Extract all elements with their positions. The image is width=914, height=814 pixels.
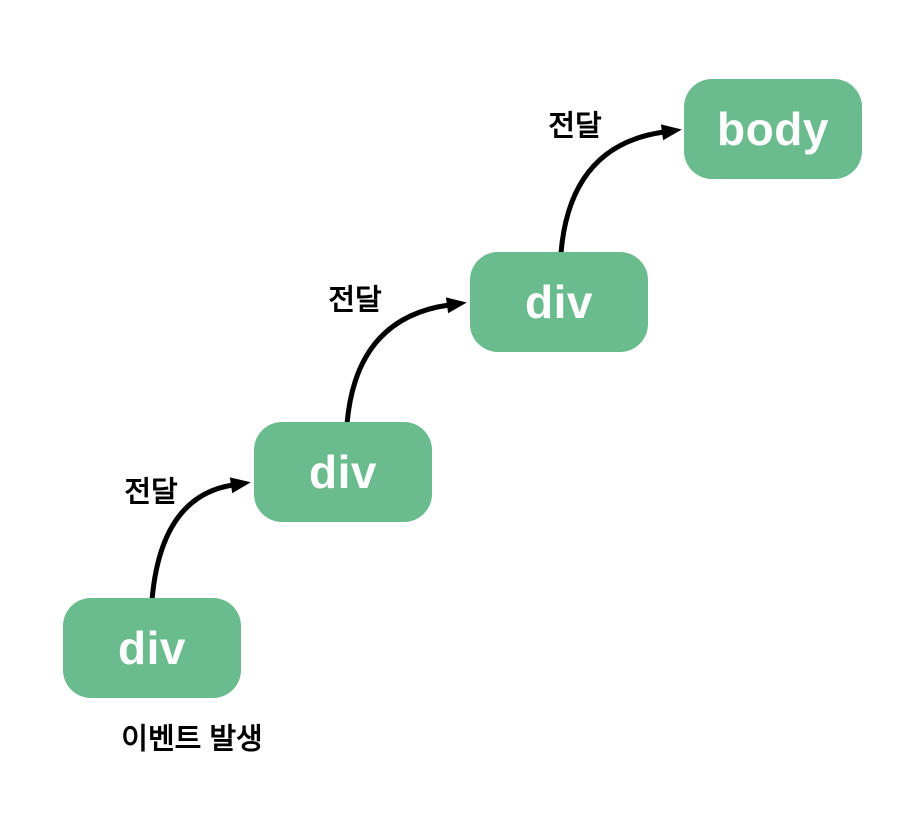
arrow-2-label: 전달: [328, 284, 382, 317]
arrow-3-label: 전달: [548, 110, 602, 143]
arrow-2-curve-icon: [344, 297, 467, 427]
node-div-2-label: div: [309, 446, 377, 498]
node-div-1-label: div: [118, 622, 186, 674]
node-div-2: div: [254, 422, 432, 522]
arrow-1-label: 전달: [124, 476, 178, 509]
node-div-3: div: [470, 252, 648, 352]
arrow-3-curve-icon: [558, 124, 682, 256]
node-body-label: body: [717, 103, 829, 155]
node-div-3-label: div: [525, 276, 593, 328]
node-body: body: [684, 79, 862, 179]
node-div-1: div: [63, 598, 241, 698]
event-origin-caption: 이벤트 발생: [121, 723, 263, 756]
